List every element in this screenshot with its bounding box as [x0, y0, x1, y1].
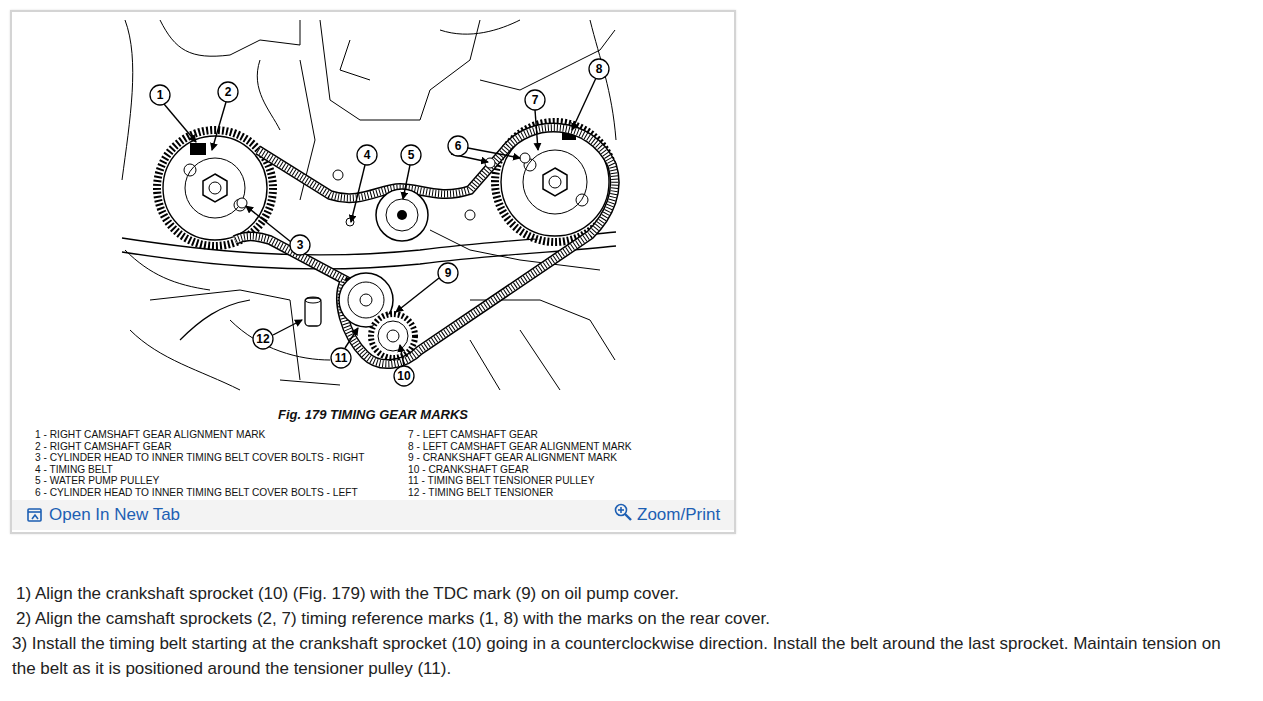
callout-number: 11	[331, 350, 351, 366]
callout-number: 5	[401, 147, 421, 163]
legend-key-text: 9 - CRANKSHAFT GEAR ALIGNMENT MARK	[408, 452, 617, 464]
callout-number: 4	[357, 147, 377, 163]
timing-belt	[235, 128, 615, 364]
instruction-step: 2) Align the camshaft sprockets (2, 7) t…	[16, 606, 1246, 631]
callout-number: 6	[448, 138, 468, 154]
instruction-step: 3) Install the timing belt starting at t…	[12, 631, 1247, 681]
figure-caption: Fig. 179 TIMING GEAR MARKS	[12, 407, 734, 422]
toolbar-link: Open In New Tab	[49, 504, 180, 526]
callout-number: 10	[394, 368, 414, 384]
toolbar-link: Zoom/Print	[637, 504, 720, 526]
leader-lines	[164, 78, 596, 366]
callout-circles	[150, 59, 609, 386]
tensioner	[305, 297, 321, 326]
legend-key-text: 11 - TIMING BELT TENSIONER PULLEY	[408, 475, 594, 487]
legend-key-text: 1 - RIGHT CAMSHAFT GEAR ALIGNMENT MARK	[35, 429, 265, 441]
instruction-step: 1) Align the crankshaft sprocket (10) (F…	[16, 581, 1246, 606]
legend-key-text: 10 - CRANKSHAFT GEAR	[408, 464, 529, 476]
callout-number: 1	[150, 87, 170, 103]
callout-number: 9	[438, 265, 458, 281]
water-pump-pulley	[376, 189, 428, 241]
legend-key-text: 6 - CYLINDER HEAD TO INNER TIMING BELT C…	[35, 487, 358, 499]
legend-key-text: 7 - LEFT CAMSHAFT GEAR	[408, 429, 538, 441]
legend-key-text: 4 - TIMING BELT	[35, 464, 113, 476]
engine-outline	[122, 20, 616, 390]
coolant-pipe	[122, 232, 616, 340]
legend-key-text: 2 - RIGHT CAMSHAFT GEAR	[35, 441, 172, 453]
cover-bolts	[237, 153, 530, 226]
callout-number: 8	[589, 61, 609, 77]
legend-key-text: 3 - CYLINDER HEAD TO INNER TIMING BELT C…	[35, 452, 364, 464]
callout-number: 12	[253, 331, 273, 347]
callout-number: 2	[218, 84, 238, 100]
legend-key-text: 8 - LEFT CAMSHAFT GEAR ALIGNMENT MARK	[408, 441, 632, 453]
callout-number: 7	[525, 92, 545, 108]
legend-key-text: 5 - WATER PUMP PULLEY	[35, 475, 159, 487]
right-camshaft-gear	[157, 130, 273, 246]
legend-key-text: 12 - TIMING BELT TENSIONER	[408, 487, 553, 499]
callout-number: 3	[290, 237, 310, 253]
crankshaft-gear	[371, 314, 415, 358]
